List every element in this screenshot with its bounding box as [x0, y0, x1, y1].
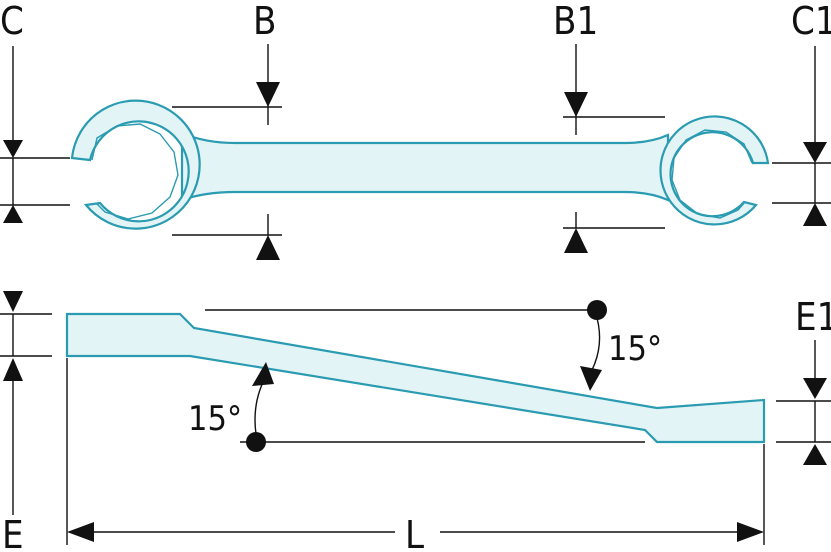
label-c: C [0, 0, 24, 43]
dimension-c [0, 46, 70, 223]
wrench-side-profile [65, 312, 766, 444]
wrench-right-head [659, 115, 770, 226]
label-l: L [405, 513, 424, 552]
left-head-12point-opening [91, 123, 179, 220]
dimension-l [66, 358, 765, 545]
label-c1: C1 [791, 0, 831, 43]
label-e: E [2, 513, 24, 552]
right-head-12point-opening [671, 129, 753, 219]
wrench-left-head [70, 99, 201, 230]
label-e1: E1 [795, 295, 831, 339]
angle-indicator-bottom [240, 362, 645, 452]
label-b: B [253, 0, 276, 43]
wrench-top-view [70, 99, 770, 230]
wrench-shaft [180, 131, 670, 202]
dimension-c1 [772, 46, 831, 226]
dimension-e1 [776, 340, 831, 465]
label-angle-top: 15° [608, 329, 662, 369]
wrench-side-view [65, 312, 766, 444]
dimension-e [0, 291, 52, 515]
label-angle-bottom: 15° [188, 399, 242, 439]
angle-indicator-top [205, 300, 607, 391]
label-b1: B1 [553, 0, 598, 43]
dimension-b [172, 44, 282, 260]
dimension-b1 [563, 44, 665, 253]
